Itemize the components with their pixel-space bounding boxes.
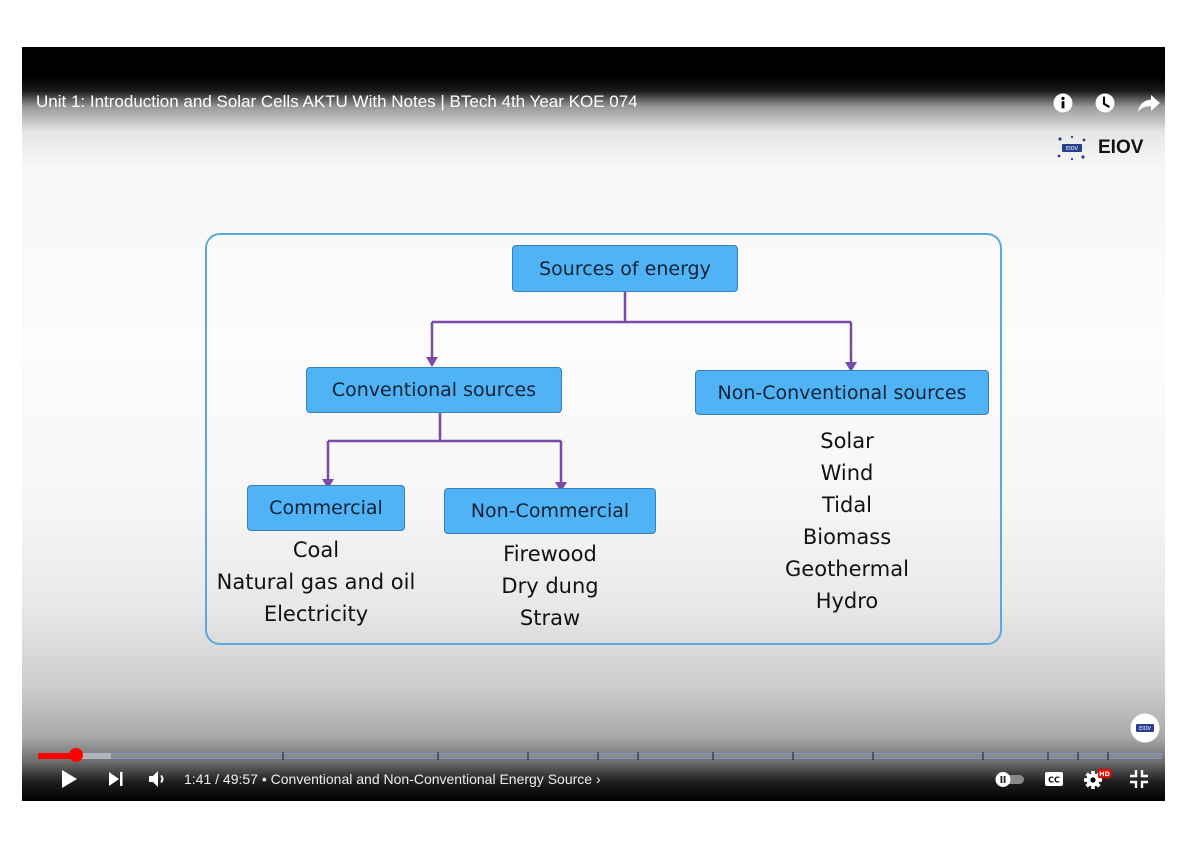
list-item: Tidal xyxy=(821,493,873,517)
channel-name[interactable]: EIOV xyxy=(1098,137,1144,158)
volume-icon[interactable] xyxy=(148,769,170,789)
play-icon[interactable] xyxy=(59,769,79,789)
node-conventional-sources: Conventional sources xyxy=(306,367,562,413)
info-icon[interactable] xyxy=(1053,93,1073,113)
list-item: Wind xyxy=(820,461,874,485)
chapter-marker xyxy=(712,752,714,760)
diagram-frame xyxy=(205,233,1002,645)
progress-scrubber[interactable] xyxy=(69,748,84,762)
list-item: Solar xyxy=(820,429,874,453)
progress-played xyxy=(38,753,77,759)
chapter-marker xyxy=(982,752,984,760)
chapter-marker xyxy=(792,752,794,760)
non-commercial-examples: Firewood Dry dung Straw xyxy=(479,538,621,634)
svg-text:HD: HD xyxy=(1099,770,1110,778)
node-commercial: Commercial xyxy=(247,485,405,531)
watch-later-icon[interactable] xyxy=(1095,93,1115,113)
list-item: Geothermal xyxy=(785,557,909,581)
node-non-conventional-sources: Non-Conventional sources xyxy=(695,370,989,415)
share-icon[interactable] xyxy=(1137,93,1161,113)
chapter-marker xyxy=(527,752,529,760)
arrowhead-commercial xyxy=(322,479,334,489)
chapter-marker xyxy=(437,752,439,760)
time-and-chapter[interactable]: 1:41 / 49:57 • Conventional and Non-Conv… xyxy=(184,771,601,787)
chapter-marker xyxy=(597,752,599,760)
next-icon[interactable] xyxy=(107,769,125,789)
svg-text:CC: CC xyxy=(1048,776,1060,785)
channel-watermark-icon[interactable]: EIOV xyxy=(1130,713,1160,743)
list-item: Electricity xyxy=(263,602,369,626)
channel-logo-icon: EIOV xyxy=(1057,135,1086,161)
chapter-marker xyxy=(1107,752,1109,760)
node-sources-of-energy: Sources of energy xyxy=(512,245,738,292)
svg-text:EIOV: EIOV xyxy=(1139,726,1151,732)
chapter-marker xyxy=(1047,752,1049,760)
arrowhead-non-commercial xyxy=(555,482,567,492)
list-item: Coal xyxy=(292,538,340,562)
chapter-marker xyxy=(282,752,284,760)
captions-icon[interactable]: CC xyxy=(1044,769,1064,789)
node-non-commercial: Non-Commercial xyxy=(444,488,656,534)
energy-sources-diagram: Sources of energy Conventional sources N… xyxy=(22,47,1165,801)
list-item: Firewood xyxy=(503,542,597,566)
list-item: Natural gas and oil xyxy=(216,570,416,594)
connector-root xyxy=(432,290,851,324)
commercial-examples: Coal Natural gas and oil Electricity xyxy=(211,534,421,630)
non-conventional-examples: Solar Wind Tidal Biomass Geothermal Hydr… xyxy=(767,425,927,617)
chapter-marker xyxy=(1077,752,1079,760)
connector-conventional xyxy=(328,411,561,443)
video-player[interactable]: Unit 1: Introduction and Solar Cells AKT… xyxy=(22,47,1165,801)
chapter-marker xyxy=(637,752,639,760)
exit-fullscreen-icon[interactable] xyxy=(1129,769,1149,789)
video-title[interactable]: Unit 1: Introduction and Solar Cells AKT… xyxy=(36,92,638,111)
list-item: Dry dung xyxy=(501,574,599,598)
list-item: Hydro xyxy=(815,589,879,613)
diagram-frame-and-connectors xyxy=(205,233,1002,645)
settings-icon[interactable]: HD xyxy=(1084,769,1112,789)
list-item: Biomass xyxy=(802,525,892,549)
arrowhead-non-conventional xyxy=(845,362,857,372)
autoplay-toggle-icon[interactable] xyxy=(992,769,1026,789)
svg-text:EIOV: EIOV xyxy=(1066,146,1078,152)
list-item: Straw xyxy=(519,606,581,630)
chapter-marker xyxy=(872,752,874,760)
progress-bar[interactable] xyxy=(38,753,1162,759)
arrowhead-conventional xyxy=(426,357,438,367)
